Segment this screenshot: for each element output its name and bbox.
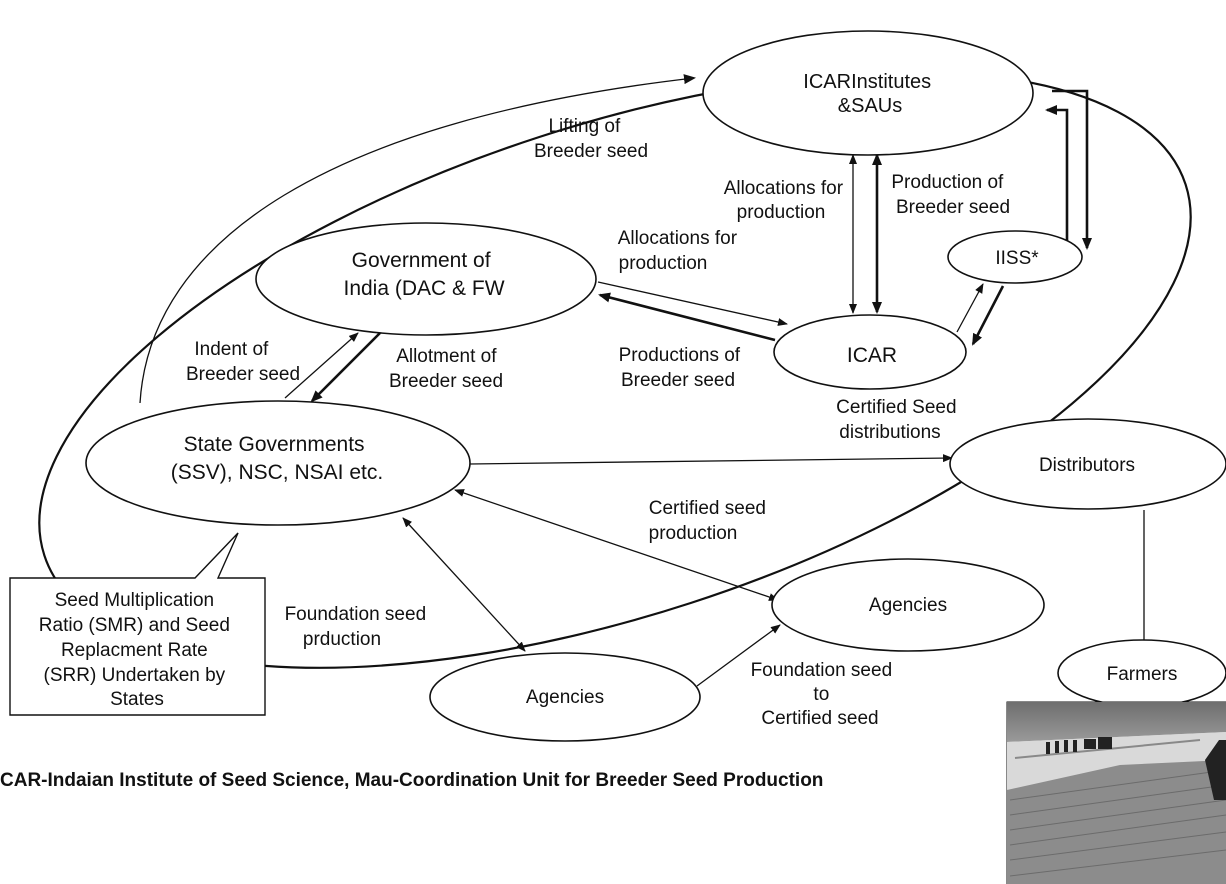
node-label: &SAUs [838,95,902,117]
node-label: ICAR [847,344,897,367]
node-state-governments: State Governments (SSV), NSC, NSAI etc. [85,400,471,526]
svg-text:Agencies: Agencies [869,595,947,616]
edge-labels: Lifting of Breeder seed Allocations for … [186,116,1010,729]
node-label: Agencies [869,595,947,616]
node-icar-institutes: ICARInstitutes &SAUs [702,30,1034,156]
system-boundary-ellipse [38,71,1192,669]
callout-line: (SRR) Undertaken by [44,665,226,686]
arrow-icar-productions [598,292,776,342]
svg-text:Agencies: Agencies [526,687,604,708]
arrow-lifting-breeder-seed [139,74,696,404]
arrow-certified-seed-production [454,489,779,601]
label-allotment-breeder-seed: Allotment of Breeder seed [389,346,503,392]
arrow-foundation-to-certified [696,624,781,687]
label-indent-breeder-seed: Indent of Breeder seed [186,339,300,385]
arrow-iiss-to-institutes [1045,105,1069,250]
node-distributors: Distributors [949,418,1226,510]
svg-text:Farmers: Farmers [1107,664,1178,685]
footer-caption: CAR-Indaian Institute of Seed Science, M… [0,770,823,791]
label-certified-seed-production: Certified seed production [649,498,772,544]
svg-text:ICAR: ICAR [847,344,897,367]
node-label: ICARInstitutes [803,71,931,93]
arrow-iiss-to-icar [971,285,1005,346]
node-icar: ICAR [773,314,967,390]
svg-text:Seed Multiplication Rati: Seed Multiplication Ratio (SMR) and Seed… [39,590,235,710]
node-label: Government of [352,249,491,272]
svg-text:IISS*: IISS* [995,248,1039,269]
arrow-icar-to-iiss [956,283,984,333]
label-foundation-to-certified: Foundation seed to Certified seed [751,660,898,729]
svg-text:Distributors: Distributors [1039,455,1135,476]
node-label: IISS* [995,248,1039,269]
callout-line: Ratio (SMR) and Seed [39,615,230,636]
arrow-goi-allocations [597,281,788,326]
node-label: Farmers [1107,664,1178,685]
label-certified-seed-distributions: Certified Seed distributions [836,397,962,443]
node-label: Agencies [526,687,604,708]
label-foundation-seed-production: Foundation seed prduction [285,604,432,650]
svg-text:Government of India (DAC: Government of India (DAC & FW [343,249,504,300]
arrow-foundation-seed-production [402,517,526,652]
node-iiss: IISS* [947,230,1083,284]
rice-field-photo-icon [1006,701,1226,884]
arrows [139,74,1148,687]
node-label: State Governments [184,433,365,456]
node-government-of-india: Government of India (DAC & FW [255,222,597,336]
label-productions-breeder-seed: Productions of Breeder seed [619,345,746,391]
node-farmers: Farmers [1057,639,1226,707]
label-lifting-breeder-seed: Lifting of Breeder seed [534,116,648,162]
smr-srr-callout: Seed Multiplication Ratio (SMR) and Seed… [9,532,266,716]
label-production-breeder-seed: Production of Breeder seed [891,172,1010,218]
label-allocations-institutes: Allocations for production [724,178,849,223]
node-label: Distributors [1039,455,1135,476]
arrow-allotment-breeder-seed [310,332,381,403]
callout-line: States [110,689,164,710]
node-agencies-certified: Agencies [771,558,1045,652]
arrow-certified-seed-distributions [469,454,953,465]
arrow-indent-breeder-seed [284,332,359,399]
svg-text:State Governments (SSV),: State Governments (SSV), NSC, NSAI etc. [171,433,383,484]
callout-line: Seed Multiplication [55,590,214,611]
node-agencies-foundation: Agencies [429,652,701,742]
node-label: India (DAC & FW [343,277,504,300]
svg-text:ICARInstitutes &SAUs: ICARInstitutes &SAUs [803,71,936,117]
node-label: (SSV), NSC, NSAI etc. [171,461,383,484]
callout-line: Replacment Rate [61,640,208,661]
arrow-institutes-to-iiss [1052,89,1092,250]
label-allocations-goi: Allocations for production [618,228,743,274]
